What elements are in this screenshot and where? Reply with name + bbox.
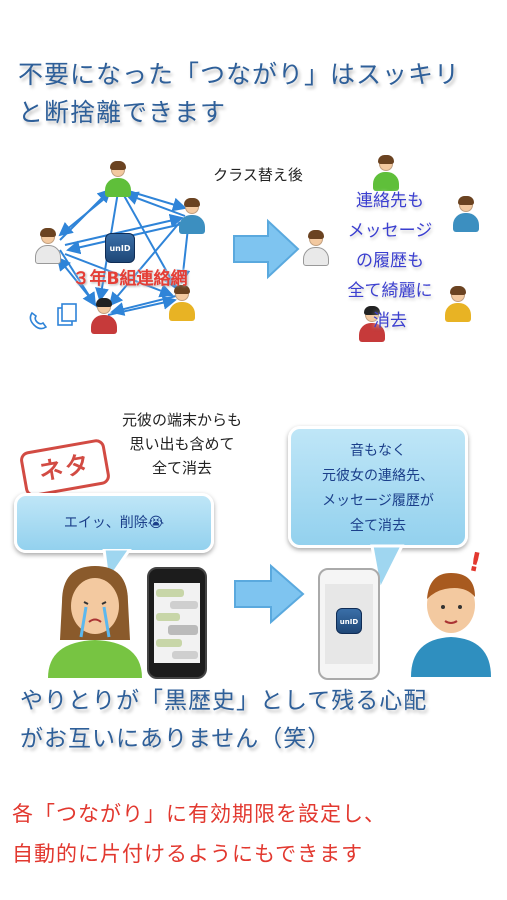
person-avatar-bottom-right: [168, 285, 196, 321]
deletion-message-line: の履歴も: [356, 251, 424, 271]
speech-bubble-right: 音もなく 元彼女の連絡先、 メッセージ履歴が 全て消去: [288, 426, 468, 548]
person-avatar-left: [34, 228, 62, 264]
bottom-main-line: やりとりが「黒歴史」として残る心配: [20, 688, 428, 714]
deletion-message-line: 全て綺麗に: [347, 281, 433, 301]
deletion-message-line: メッセージ: [347, 221, 433, 241]
white-smartphone-icon: unID: [318, 568, 380, 680]
bubble-right-line: 全て消去: [350, 518, 406, 534]
person-avatar-top: [104, 161, 132, 197]
network-diagram: [29, 188, 191, 330]
person-avatar-alone: [302, 230, 330, 266]
ex-caption-line: 思い出も含めて: [129, 435, 235, 453]
ex-caption: 元彼の端末からも 思い出も含めて 全て消去: [92, 408, 272, 480]
deletion-message: 連絡先も メッセージ の履歴も 全て綺麗に 消去: [330, 186, 450, 336]
bubble-right-line: 音もなく: [350, 443, 406, 459]
arrow-right-icon: [234, 563, 305, 625]
person-avatar-faded-top: [372, 155, 400, 191]
arrow-right-icon: [233, 218, 300, 280]
person-avatar-right: [178, 198, 206, 234]
deletion-message-line: 連絡先も: [356, 191, 424, 211]
bottom-red-line: 自動的に片付けるようにもできます: [12, 842, 364, 866]
black-smartphone-icon: [147, 567, 207, 679]
ex-caption-line: 元彼の端末からも: [121, 411, 242, 429]
person-avatar-faded-right: [452, 196, 480, 232]
crying-woman-icon: [48, 566, 142, 678]
speech-bubble-left: エイッ、削除😭: [14, 493, 214, 553]
person-avatar-bottom: [90, 298, 118, 334]
headline: 不要になった「つながり」はスッキリ と断捨離できます: [18, 56, 498, 132]
bottom-red-line: 各「つながり」に有効期限を設定し、: [12, 802, 386, 826]
headline-line-1: 不要になった「つながり」はスッキリ: [18, 60, 461, 89]
bubble-right-line: 元彼女の連絡先、: [322, 468, 434, 484]
headline-line-2: と断捨離できます: [18, 98, 227, 127]
person-avatar-faded-bottom: [358, 306, 386, 342]
group-label: ３年B組連絡網: [72, 269, 188, 289]
ex-caption-line: 全て消去: [151, 459, 212, 477]
deletion-message-line: 消去: [373, 311, 407, 331]
man-icon: [411, 573, 491, 677]
bubble-right-line: メッセージ履歴が: [322, 493, 434, 509]
neta-stamp: ネタ: [18, 437, 112, 499]
app-icon: unID: [105, 233, 135, 263]
bottom-red-text: 各「つながり」に有効期限を設定し、 自動的に片付けるようにもできます: [12, 794, 502, 874]
bottom-main-text: やりとりが「黒歴史」として残る心配 がお互いにありません（笑）: [20, 682, 500, 758]
person-avatar-faded-bottom-right: [444, 286, 472, 322]
bottom-main-line: がお互いにありません（笑）: [20, 726, 332, 752]
app-icon: unID: [336, 608, 362, 634]
after-label: クラス替え後: [213, 166, 303, 184]
